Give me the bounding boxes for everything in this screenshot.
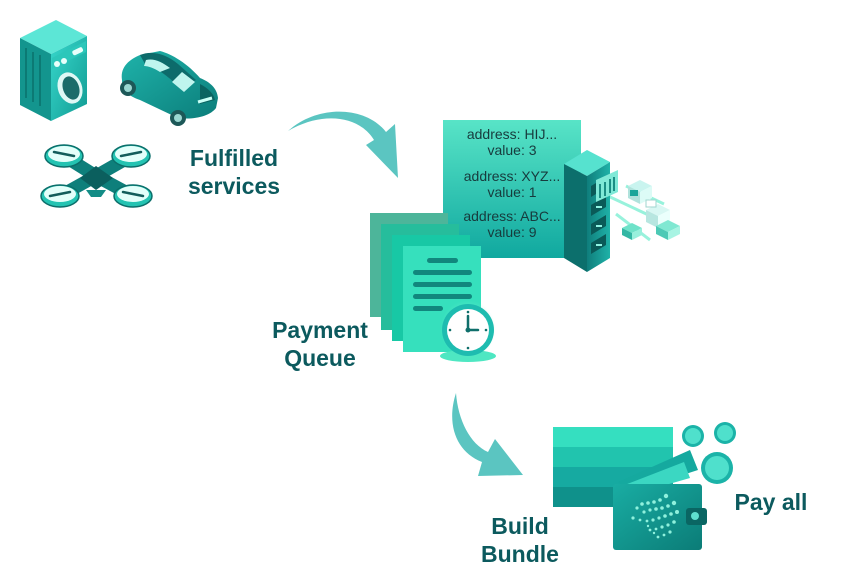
payment-queue-label-line2: Queue xyxy=(284,345,356,371)
coin-icon xyxy=(682,422,736,484)
clock-icon xyxy=(440,300,496,362)
server-icon xyxy=(564,150,680,272)
flow-arrow-services-to-queue xyxy=(288,111,398,178)
build-bundle-label-line2: Bundle xyxy=(481,541,559,567)
transaction-1-value: value: 3 xyxy=(487,142,537,158)
transaction-2-address: address: XYZ... xyxy=(463,168,561,184)
fulfilled-services-label-line2: services xyxy=(187,173,281,199)
washing-machine-icon xyxy=(20,20,87,121)
flow-arrow-queue-to-bundle xyxy=(452,393,523,476)
transaction-3-value: value: 9 xyxy=(487,224,537,240)
build-bundle-label: Build Bundle xyxy=(470,512,570,568)
car-icon xyxy=(120,51,218,126)
fulfilled-services-label: Fulfilled services xyxy=(174,144,294,200)
payment-queue-label-line1: Payment xyxy=(272,317,368,343)
transaction-3-address: address: ABC... xyxy=(463,208,561,224)
build-bundle-label-line1: Build xyxy=(491,513,549,539)
wallet-icon xyxy=(613,450,707,550)
drone-icon xyxy=(40,144,153,208)
pay-all-label: Pay all xyxy=(734,489,808,515)
transaction-1-address: address: HIJ... xyxy=(466,126,558,142)
fulfilled-services-label-line1: Fulfilled xyxy=(189,145,279,171)
iota-logo-icon xyxy=(631,493,679,539)
payment-queue-label: Payment Queue xyxy=(262,316,378,372)
transaction-2-value: value: 1 xyxy=(487,184,537,200)
